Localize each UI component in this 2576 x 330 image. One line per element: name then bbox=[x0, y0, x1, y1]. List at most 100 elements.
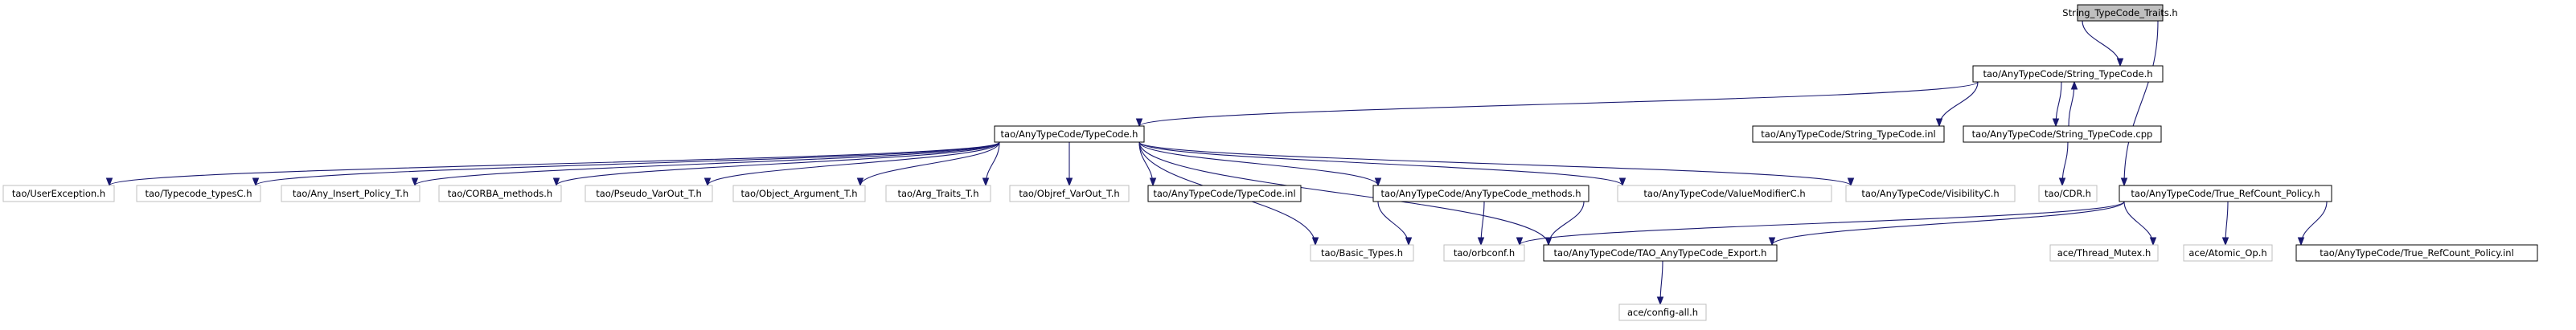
node-box bbox=[1147, 185, 1302, 202]
edge-line bbox=[414, 141, 1000, 186]
node-vmod: tao/AnyTypeCode/ValueModifierC.h bbox=[1617, 185, 1832, 202]
node-trcp_inl[interactable]: tao/AnyTypeCode/True_RefCount_Policy.inl bbox=[2295, 244, 2538, 262]
node-thrmx: ace/Thread_Mutex.h bbox=[2049, 244, 2159, 262]
arrowhead bbox=[856, 177, 864, 187]
node-label: tao/AnyTypeCode/String_TypeCode.inl bbox=[1761, 128, 1935, 140]
arrowhead bbox=[105, 177, 113, 187]
node-tc_h[interactable]: tao/AnyTypeCode/TypeCode.h bbox=[994, 125, 1145, 143]
node-stc_cpp[interactable]: tao/AnyTypeCode/String_TypeCode.cpp bbox=[1963, 125, 2162, 143]
edge-line bbox=[109, 141, 1000, 186]
edge-tc_h-to-atcm bbox=[1138, 141, 1382, 187]
node-layer: String_TypeCode_Traits.h tao/AnyTypeCode/… bbox=[2, 4, 2538, 321]
arrowhead bbox=[2116, 58, 2124, 67]
node-label: tao/Pseudo_VarOut_T.h bbox=[596, 188, 702, 199]
node-label: tao/AnyTypeCode/True_RefCount_Policy.inl bbox=[2320, 247, 2514, 259]
node-box bbox=[438, 185, 562, 202]
node-box bbox=[1618, 304, 1707, 321]
node-box bbox=[2038, 185, 2098, 202]
edge-tc_h-to-objref bbox=[1065, 142, 1073, 187]
edge-stc_h-to-stc_cpp bbox=[2052, 81, 2062, 128]
node-box bbox=[1963, 125, 2162, 143]
node-atcm[interactable]: tao/AnyTypeCode/AnyTypeCode_methods.h bbox=[1372, 185, 1589, 202]
edge-atcm-to-export bbox=[1544, 201, 1585, 246]
arrowhead bbox=[2070, 80, 2078, 90]
node-root[interactable]: String_TypeCode_Traits.h bbox=[2062, 4, 2178, 22]
node-argtr: tao/Arg_Traits_T.h bbox=[885, 185, 991, 202]
node-box bbox=[732, 185, 866, 202]
node-box bbox=[2049, 244, 2159, 262]
arrowhead bbox=[1149, 177, 1157, 187]
node-box bbox=[1752, 125, 1945, 143]
edge-line bbox=[1548, 201, 1585, 246]
edge-line bbox=[2300, 201, 2328, 246]
edge-stc_cpp-to-stc_h bbox=[2068, 80, 2078, 127]
arrowhead bbox=[2058, 177, 2066, 187]
node-box bbox=[2295, 244, 2538, 262]
edge-trcp_h-to-orbconf bbox=[1516, 201, 2125, 246]
node-basic: tao/Basic_Types.h bbox=[1310, 244, 1414, 262]
node-box bbox=[1443, 244, 1525, 262]
edge-line bbox=[859, 141, 1000, 186]
edge-line bbox=[1138, 141, 1623, 186]
edge-atcm-to-orbconf bbox=[1477, 201, 1485, 246]
arrowhead bbox=[1768, 237, 1776, 246]
node-visib: tao/AnyTypeCode/VisibilityC.h bbox=[1845, 185, 2016, 202]
node-label: tao/CDR.h bbox=[2045, 188, 2091, 199]
node-label: tao/Any_Insert_Policy_T.h bbox=[293, 188, 408, 199]
node-trcp_h[interactable]: tao/AnyTypeCode/True_RefCount_Policy.h bbox=[2119, 185, 2332, 202]
node-tc_inl[interactable]: tao/AnyTypeCode/TypeCode.inl bbox=[1147, 185, 1302, 202]
node-label: tao/orbconf.h bbox=[1454, 247, 1515, 259]
arrowhead bbox=[2297, 237, 2305, 246]
node-box bbox=[1617, 185, 1832, 202]
arrowhead bbox=[703, 177, 712, 187]
node-userexc: tao/UserException.h bbox=[2, 185, 115, 202]
node-corbam: tao/CORBA_methods.h bbox=[438, 185, 562, 202]
arrowhead bbox=[1405, 237, 1413, 246]
edge-line bbox=[1138, 141, 1852, 186]
node-label: tao/UserException.h bbox=[12, 188, 105, 199]
edge-trcp_h-to-atomic bbox=[2221, 201, 2229, 246]
edge-stc_h-to-tc_h bbox=[1135, 81, 1979, 128]
arrowhead bbox=[252, 177, 260, 187]
node-label: tao/AnyTypeCode/ValueModifierC.h bbox=[1643, 188, 1805, 199]
node-label: tao/Arg_Traits_T.h bbox=[897, 188, 978, 199]
arrowhead bbox=[2149, 237, 2157, 246]
node-box bbox=[1372, 185, 1589, 202]
edge-export-to-cfgall bbox=[1656, 260, 1664, 306]
edge-tc_h-to-objarg bbox=[856, 141, 1000, 187]
node-export[interactable]: tao/AnyTypeCode/TAO_AnyTypeCode_Export.h bbox=[1543, 244, 1778, 262]
edge-tc_h-to-pseudo bbox=[703, 141, 1000, 187]
node-box bbox=[2119, 185, 2332, 202]
node-tctypes: tao/Typecode_typesC.h bbox=[136, 185, 261, 202]
node-objarg: tao/Object_Argument_T.h bbox=[732, 185, 866, 202]
node-cfgall: ace/config-all.h bbox=[1618, 304, 1707, 321]
arrowhead bbox=[1656, 296, 1664, 306]
node-label: tao/Objref_VarOut_T.h bbox=[1019, 188, 1119, 199]
edge-line bbox=[1138, 141, 1549, 246]
edge-atcm-to-basic bbox=[1377, 201, 1413, 246]
node-label: tao/AnyTypeCode/VisibilityC.h bbox=[1861, 188, 1999, 199]
node-box bbox=[2077, 4, 2164, 22]
node-box bbox=[1310, 244, 1414, 262]
node-box bbox=[2183, 244, 2273, 262]
node-box bbox=[281, 185, 420, 202]
node-stc_h[interactable]: tao/AnyTypeCode/String_TypeCode.h bbox=[1972, 65, 2164, 83]
edge-line bbox=[1138, 81, 1979, 127]
edge-trcp_h-to-thrmx bbox=[2123, 201, 2157, 246]
node-box bbox=[136, 185, 261, 202]
edge-root-to-stc_h bbox=[2082, 20, 2124, 67]
edge-tc_h-to-corbam bbox=[552, 141, 1000, 187]
node-stc_inl[interactable]: tao/AnyTypeCode/String_TypeCode.inl bbox=[1752, 125, 1945, 143]
edge-line bbox=[1377, 201, 1409, 246]
node-box bbox=[994, 125, 1145, 143]
node-box bbox=[1543, 244, 1778, 262]
arrowhead bbox=[1311, 237, 1319, 246]
node-label: ace/Atomic_Op.h bbox=[2188, 247, 2266, 259]
arrowhead bbox=[1935, 118, 1943, 128]
node-label: ace/Thread_Mutex.h bbox=[2057, 247, 2151, 259]
edge-tc_h-to-vmod bbox=[1138, 141, 1626, 187]
arrowhead bbox=[1847, 177, 1855, 187]
edge-line bbox=[255, 141, 1000, 186]
node-label: tao/Object_Argument_T.h bbox=[740, 188, 857, 199]
